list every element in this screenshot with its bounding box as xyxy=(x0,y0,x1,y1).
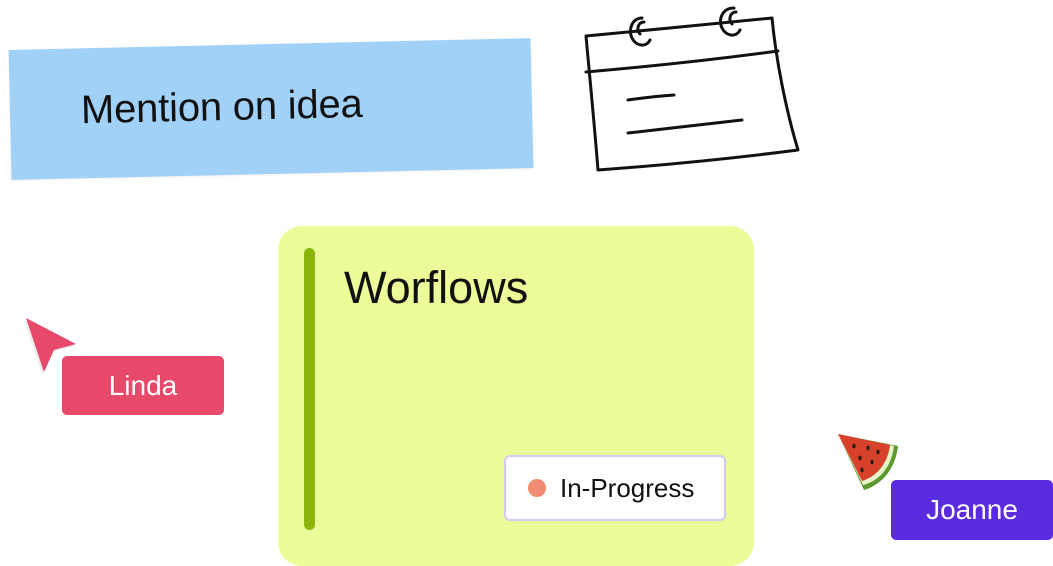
sticky-note-text: Mention on idea xyxy=(80,81,364,133)
pointer-arrow-icon xyxy=(24,318,76,374)
watermelon-icon xyxy=(838,434,898,490)
calendar-icon[interactable] xyxy=(576,0,808,180)
status-dot-icon xyxy=(528,479,546,497)
collaborator-tag-linda: Linda xyxy=(62,356,224,415)
workflow-card[interactable]: Worflows In-Progress xyxy=(278,226,754,566)
status-label: In-Progress xyxy=(560,472,695,503)
card-accent-bar xyxy=(304,248,315,530)
sticky-note-mention[interactable]: Mention on idea xyxy=(8,38,534,180)
status-badge[interactable]: In-Progress xyxy=(504,455,726,521)
collaborator-tag-joanne: Joanne xyxy=(891,480,1053,540)
card-title: Worflows xyxy=(344,262,529,313)
